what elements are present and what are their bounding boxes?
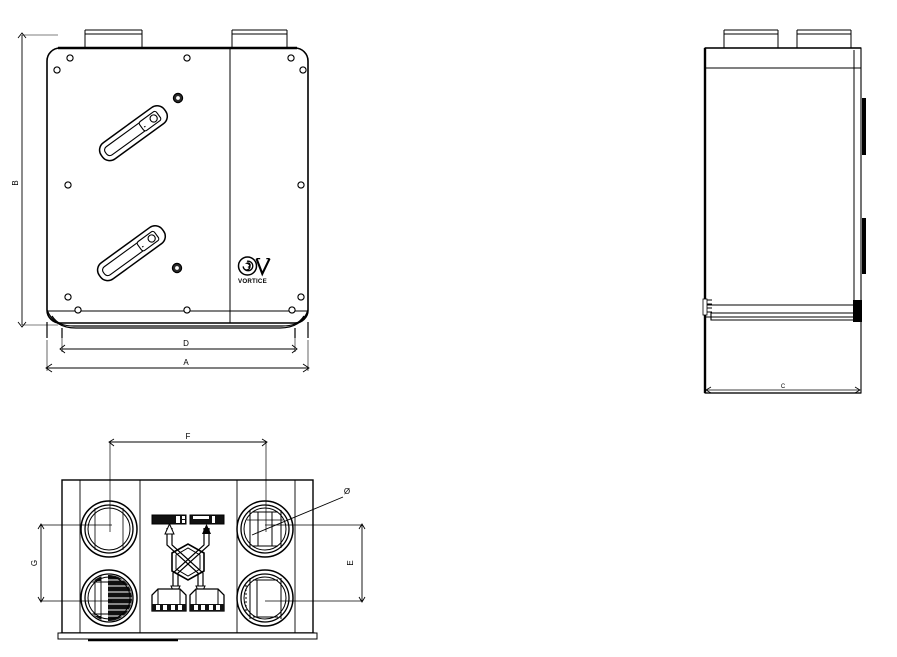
terminal-block-right: [189, 514, 225, 525]
dimension-label-phi: Ø: [344, 487, 350, 496]
screw-hole: [288, 306, 296, 314]
dimension-phi-leader: [251, 496, 344, 536]
fan-block-left: [151, 588, 187, 612]
screw-hole: [66, 54, 74, 62]
front-top-duct-right: [231, 29, 288, 48]
screw-hole: [183, 306, 191, 314]
side-hinge-upper: [862, 98, 866, 155]
duct-port-bottom-left: [80, 569, 138, 627]
dimension-A: [45, 340, 310, 373]
latch-turn-knob: [149, 114, 158, 123]
latch-turn-knob: [147, 234, 156, 243]
bottom-panel-lines: [79, 480, 296, 633]
airflow-arrow-up-right: [202, 524, 211, 534]
screw-hole: [297, 293, 305, 301]
duct-port-bottom-right: [236, 569, 294, 627]
bottom-view: F G E Ø: [30, 432, 366, 642]
dimension-label-A: A: [183, 358, 189, 367]
dimension-G: [37, 523, 112, 603]
latch-micro-mark: ▸: [140, 244, 145, 249]
front-top-duct-left: [84, 29, 143, 48]
airflow-channels: [166, 528, 210, 590]
side-base-panel: [702, 298, 862, 322]
vortice-logo: VORTICE: [237, 256, 271, 285]
dimension-label-E: E: [346, 560, 355, 565]
dimension-label-F: F: [186, 432, 191, 441]
dimension-label-G: G: [30, 560, 39, 566]
screw-hole: [287, 54, 295, 62]
screw-hole: [297, 181, 305, 189]
side-body-outline: [704, 47, 862, 394]
front-body-outline: [46, 47, 309, 324]
duct-port-top-right: [236, 500, 294, 558]
side-top-duct-right: [796, 29, 852, 48]
screw-hole: [183, 54, 191, 62]
screw-hole: [64, 293, 72, 301]
fan-block-right: [189, 588, 225, 612]
screw-hole: [64, 181, 72, 189]
bottom-base-strip: [57, 632, 318, 642]
dimension-label-C: C: [781, 384, 786, 390]
front-latch-handle-lower[interactable]: ▸: [94, 222, 183, 284]
terminal-block-left: [151, 514, 187, 525]
front-latch-handle-upper[interactable]: ▸: [96, 92, 184, 164]
duct-port-top-left: [80, 500, 138, 558]
side-top-duct-left: [723, 29, 779, 48]
dimension-B: [17, 32, 58, 328]
dimension-F: [108, 438, 268, 532]
dimension-label-D: D: [183, 339, 189, 348]
airflow-arrow-up-left: [164, 522, 175, 535]
front-view: ▸ ▸ VORTICE: [11, 29, 310, 373]
dimension-E: [265, 523, 366, 603]
dimension-C: [705, 386, 861, 394]
vortice-wordmark: VORTICE: [238, 278, 267, 285]
screw-hole: [299, 66, 307, 74]
dimension-label-B: B: [11, 180, 20, 185]
front-fixing-screws: [53, 54, 307, 314]
side-hinge-lower: [862, 218, 866, 274]
spiral-v-icon: [237, 256, 271, 277]
screw-hole: [74, 306, 82, 314]
dimension-D: [59, 330, 298, 354]
screw-hole: [53, 66, 61, 74]
latch-micro-mark: ▸: [142, 124, 147, 129]
side-view: C: [702, 29, 866, 394]
